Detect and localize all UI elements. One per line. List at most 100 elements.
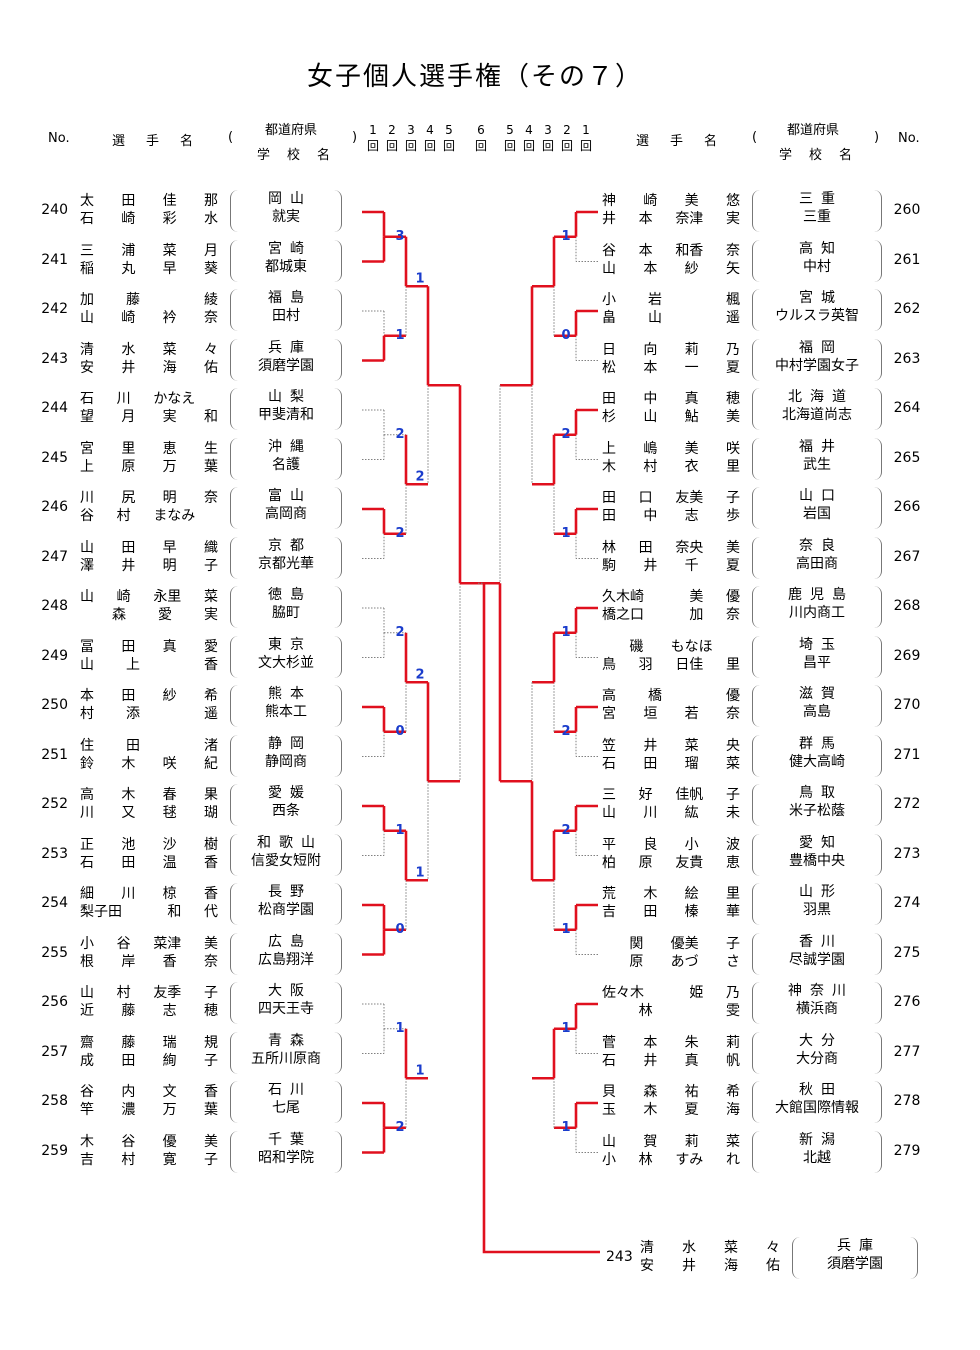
school-box: 京都京都光華 [230,537,342,579]
school-name: 四天王寺 [258,1001,314,1017]
school-box: 岡山就実 [230,190,342,232]
prefecture: 兵庫 [837,1238,881,1254]
match-score-left: 0 [395,922,404,937]
school-name: 横浜商 [796,1001,838,1017]
round-unit-right: 回 [522,139,535,153]
prefecture: 新潟 [799,1132,843,1148]
school-box: 香川尽誠学園 [752,933,882,975]
prefecture: 鹿児島 [788,587,854,603]
player-names: 山崎永里菜森愛実 [80,589,218,623]
entry-number: 265 [893,450,921,466]
match-score-right: 1 [561,625,570,640]
match-score-right: 1 [561,526,570,541]
school-name: 甲斐清和 [258,407,314,423]
player-names: 小谷菜津美根岸香奈 [80,936,218,970]
player-names: 高橋優宮垣若奈 [602,688,740,722]
school-box: 神奈川横浜商 [752,982,882,1024]
school-name: 羽黒 [803,902,831,918]
round-number-left: 4 [426,123,434,137]
school-box: 愛媛西条 [230,784,342,826]
school-box: 兵庫須磨学園 [230,339,342,381]
prefecture: 東京 [268,637,312,653]
match-score-left: 0 [395,724,404,739]
player-names: 齋藤瑞規成田絢子 [80,1035,218,1069]
header-school-left: 学 校 名 [257,148,333,163]
match-score-left: 1 [415,1063,424,1078]
header-school-right: 学 校 名 [779,148,855,163]
player-names: 谷内文香竿濃万葉 [80,1084,218,1118]
school-name: 広島翔洋 [258,952,314,968]
school-box: 秋田大館国際情報 [752,1081,882,1123]
school-name: 北越 [803,1150,831,1166]
round-unit-right: 回 [541,139,554,153]
school-box: 埼玉昌平 [752,636,882,678]
school-name: 三重 [803,209,831,225]
player-names: 平良小波柏原友貴恵 [602,837,740,871]
player-names: 林田奈央美駒井千夏 [602,540,740,574]
header-player-left: 選 手 名 [112,134,198,149]
school-box: 兵庫須磨学園 [792,1237,918,1279]
prefecture: 山梨 [268,389,312,405]
prefecture: 長野 [268,884,312,900]
school-name: 中村学園女子 [775,358,859,374]
entry-number: 260 [893,202,921,218]
entry-number: 258 [41,1093,68,1109]
entry-number: 271 [893,747,921,763]
school-box: 鹿児島川内商工 [752,586,882,628]
header-no-left: No. [48,131,70,146]
round-unit-left: 回 [404,139,417,153]
school-box: 三重三重 [752,190,882,232]
school-name: 松商学園 [258,902,314,918]
round-number-right: 1 [582,123,590,137]
school-box: 福島田村 [230,289,342,331]
prefecture: 福井 [799,439,843,455]
player-names: 笠井菜央石田瑠菜 [602,738,740,772]
school-name: 豊橋中央 [789,853,845,869]
school-box: 石川七尾 [230,1081,342,1123]
entry-number: 269 [893,648,921,664]
left-entry: 258 谷内文香竿濃万葉石川七尾 [0,1081,980,1125]
match-score-left: 2 [395,1120,404,1135]
header-no-right: No. [898,131,920,146]
school-box: 静岡静岡商 [230,735,342,777]
school-box: 長野松商学園 [230,883,342,925]
match-score-left: 1 [415,865,424,880]
prefecture: 青森 [268,1033,312,1049]
entry-number: 255 [41,945,68,961]
entry-number: 249 [41,648,68,664]
round-number-left: 3 [407,123,415,137]
school-name: 脇町 [272,605,300,621]
prefecture: 沖縄 [268,439,312,455]
round-unit-right: 回 [503,139,516,153]
entry-number: 256 [41,994,68,1010]
school-name: 尽誠学園 [789,952,845,968]
match-score-right: 1 [561,922,570,937]
prefecture: 鳥取 [799,785,843,801]
round-unit-left: 回 [366,139,379,153]
round-number-left: 2 [388,123,396,137]
school-name: 須磨学園 [258,358,314,374]
school-name: 昭和学院 [258,1150,314,1166]
entry-number: 248 [41,598,68,614]
player-names: 住田渚鈴木咲紀 [80,738,218,772]
entry-number: 245 [41,450,68,466]
player-names: 木谷優美吉村寛子 [80,1134,218,1168]
round-number-right: 5 [506,123,514,137]
